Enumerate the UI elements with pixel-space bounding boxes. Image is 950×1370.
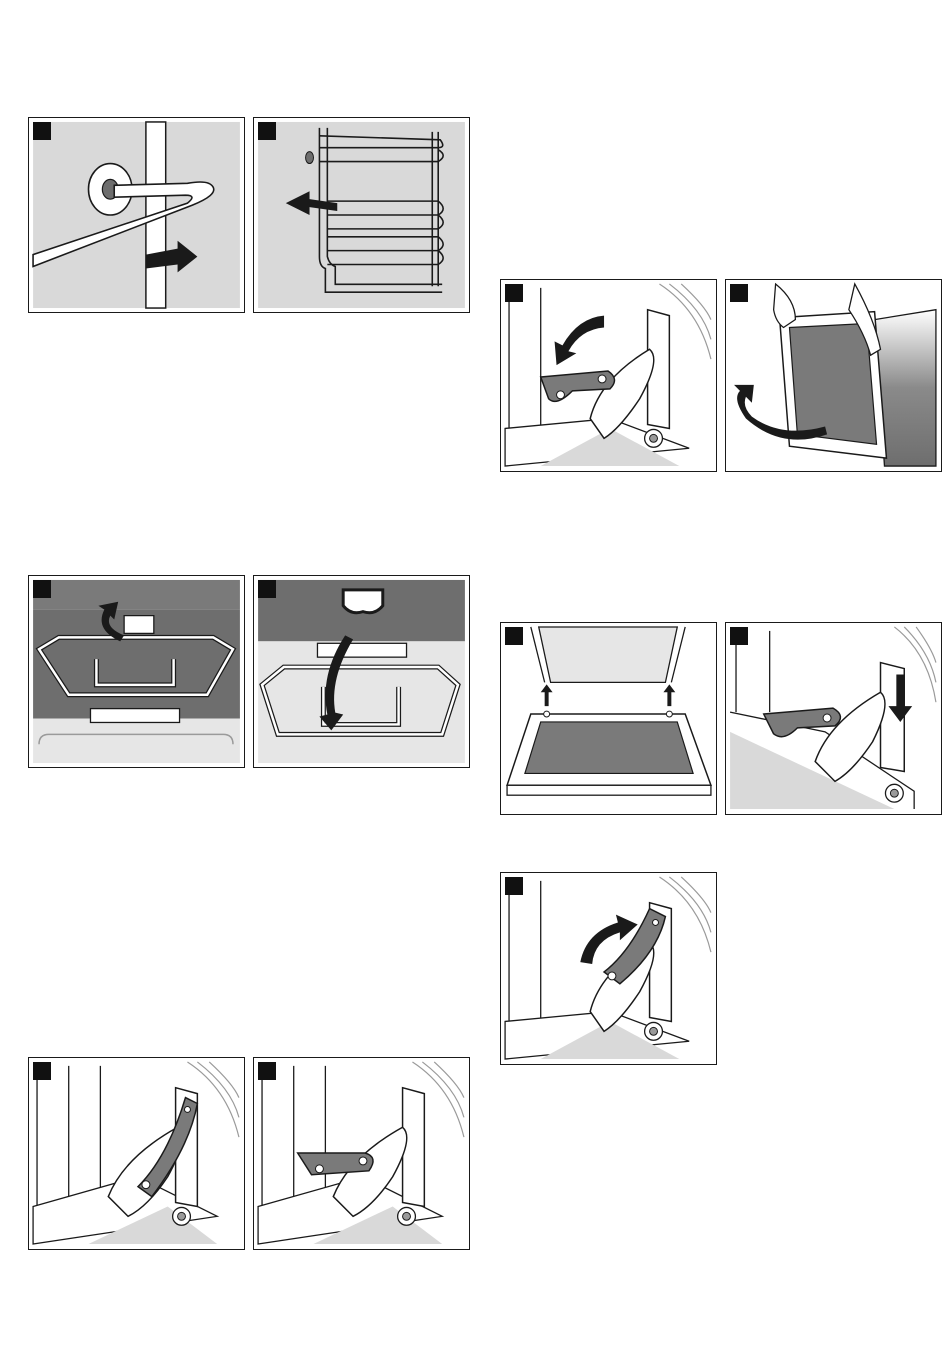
step-marker-icon	[505, 284, 523, 302]
step-marker-icon	[33, 580, 51, 598]
door-lift-off-icon	[726, 280, 941, 471]
illustration-panel-hinge-closed	[28, 1057, 245, 1250]
rail-hook-detach-icon	[29, 118, 244, 312]
illustration-panel-hinge-close	[500, 872, 717, 1065]
illustration-panel-grill-lower	[253, 575, 470, 768]
step-marker-icon	[33, 122, 51, 140]
step-marker-icon	[730, 284, 748, 302]
illustration-panel-door-lift	[725, 279, 942, 472]
illustration-panel-rail-detach	[28, 117, 245, 313]
rail-remove-icon	[254, 118, 469, 312]
step-marker-icon	[505, 877, 523, 895]
hinge-lever-fold-icon	[501, 280, 716, 471]
illustration-panel-hinge-insert	[725, 622, 942, 815]
grill-element-lift-icon	[29, 576, 244, 767]
grill-element-lower-icon	[254, 576, 469, 767]
illustration-panel-rail-remove	[253, 117, 470, 313]
illustration-panel-hinge-open	[253, 1057, 470, 1250]
step-marker-icon	[258, 580, 276, 598]
step-marker-icon	[730, 627, 748, 645]
hinge-lever-open-icon	[254, 1058, 469, 1249]
step-marker-icon	[505, 627, 523, 645]
door-refit-icon	[501, 623, 716, 814]
step-marker-icon	[258, 122, 276, 140]
step-marker-icon	[258, 1062, 276, 1080]
illustration-panel-door-refit	[500, 622, 717, 815]
illustration-panel-grill-lift	[28, 575, 245, 768]
illustration-panel-hinge-fold	[500, 279, 717, 472]
hinge-insert-icon	[726, 623, 941, 814]
hinge-lever-closed-icon	[29, 1058, 244, 1249]
hinge-lever-close-icon	[501, 873, 716, 1064]
step-marker-icon	[33, 1062, 51, 1080]
